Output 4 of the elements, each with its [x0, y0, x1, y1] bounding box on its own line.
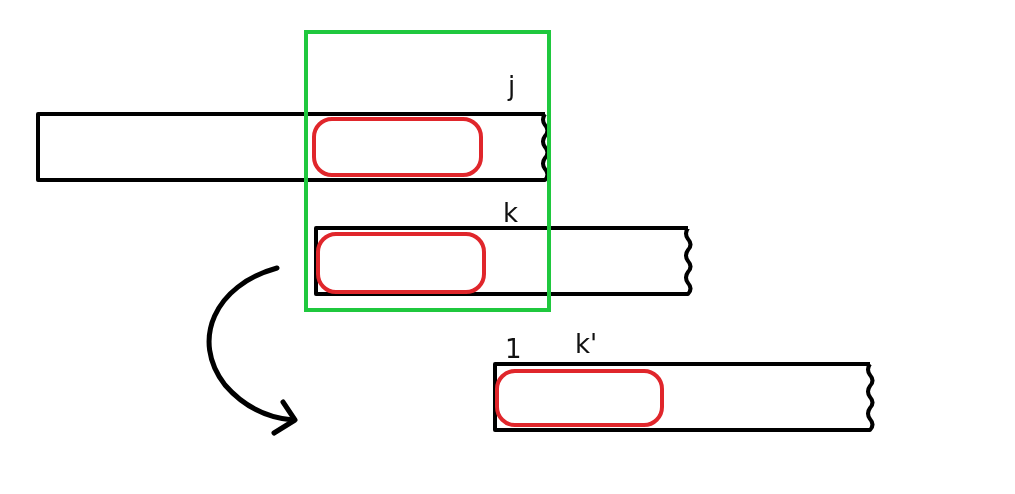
index-label: j — [508, 72, 516, 100]
index-label: k — [503, 199, 519, 227]
index-label: k' — [575, 330, 598, 358]
index-label: 1 — [505, 335, 522, 363]
